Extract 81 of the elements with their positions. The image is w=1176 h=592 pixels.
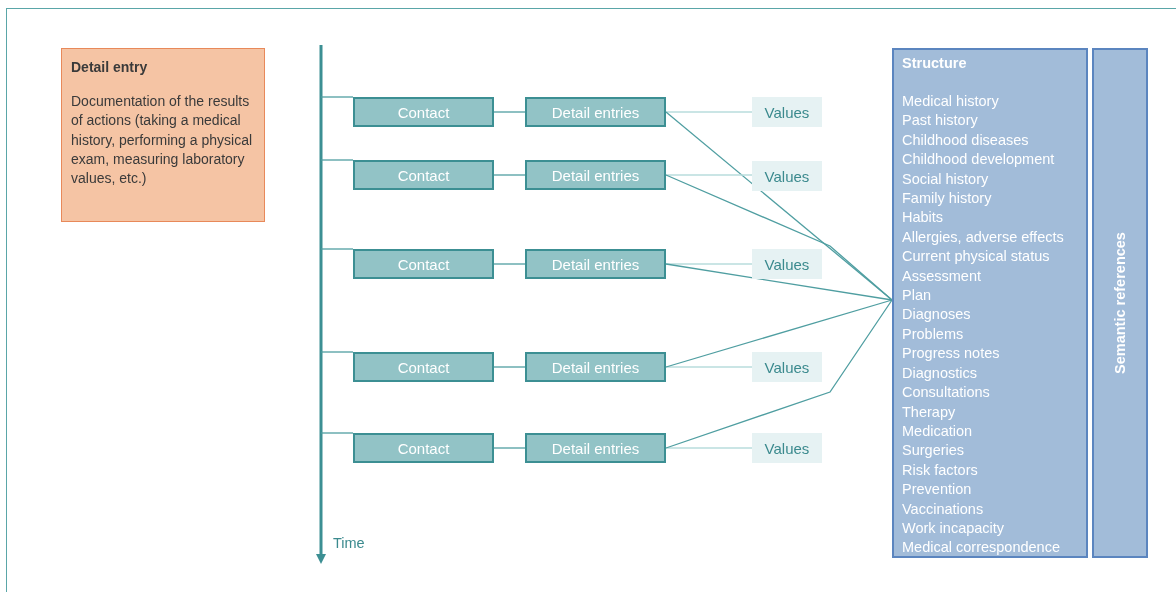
list-item: Plan [902,286,933,306]
connector-line [493,263,526,265]
list-item: Family history [902,189,993,209]
list-item: Surgeries [902,441,966,461]
connector-line [665,174,893,301]
values-box [752,161,822,191]
list-item: Childhood development [902,150,1056,170]
connector-line [665,111,753,113]
box-label: Detail entries [551,358,640,376]
contact-box [353,97,494,127]
list-item: Diagnoses [902,305,972,325]
values-box [752,352,822,382]
connector-line [665,299,893,368]
list-item: Medication [902,421,974,441]
list-item: Vaccinations [902,499,985,519]
detail-entries-box [525,352,666,382]
note-text: Documentation of the results of actions (taking a medical history, performing a physical exam, measuring laboratory values, etc.) [71,92,254,189]
list-item: Problems [902,324,965,344]
detail-entries-box [525,433,666,463]
values-box [752,97,822,127]
list-item: Social history [902,169,990,189]
contact-box [353,352,494,382]
detail-entries-box [525,249,666,279]
box-label: Contact [397,166,450,184]
connector-line [320,96,354,98]
connector-line [320,159,354,161]
note-heading: Detail entry [71,59,149,75]
connector-line [665,263,753,265]
list-item: Medical correspondence [902,538,1061,558]
panel-heading: Structure [902,54,968,73]
connector-line [493,366,526,368]
contact-box [353,160,494,190]
list-item: Work incapacity [902,518,1006,538]
connector-line [493,447,526,449]
box-label: Detail entries [551,439,640,457]
box-label: Contact [397,103,450,121]
detail-entries-box [525,97,666,127]
list-item: Risk factors [902,460,979,480]
box-label: Values [764,358,810,376]
list-item: Prevention [902,480,973,500]
connector-line [665,299,893,449]
list-item: Past history [902,111,979,131]
list-item: Therapy [902,402,957,422]
connector-line [493,111,526,113]
list-item: Progress notes [902,344,1001,364]
box-label: Contact [397,358,450,376]
list-item: Consultations [902,383,991,403]
connector-line [665,174,753,176]
connector-line [665,366,753,368]
list-item: Assessment [902,266,982,286]
box-label: Contact [397,439,450,457]
structure-panel [892,48,1088,558]
contact-box [353,249,494,279]
box-label: Values [764,439,810,457]
box-label: Values [764,103,810,121]
list-item: Habits [902,208,945,228]
panel-label: Semantic references [1112,232,1128,374]
connector-line [320,351,354,353]
connector-line [320,248,354,250]
list-item: Medical history [902,92,1000,111]
axis-label: Time [333,535,365,551]
values-box [752,249,822,279]
list-item: Allergies, adverse effects [902,227,1065,247]
connector-line [493,174,526,176]
box-label: Detail entries [551,166,640,184]
connector-line [665,447,753,449]
connector-line [665,263,893,301]
detail-entries-box [525,160,666,190]
list-item: Current physical status [902,247,1051,267]
contact-box [353,433,494,463]
box-label: Values [764,167,810,185]
semantic-references-panel [1092,48,1148,558]
box-label: Contact [397,255,450,273]
box-label: Detail entries [551,255,640,273]
box-label: Detail entries [551,103,640,121]
note-box [61,48,265,222]
list-item: Childhood diseases [902,130,1030,150]
list-item: Diagnostics [902,363,978,383]
connector-line [320,432,354,434]
values-box [752,433,822,463]
box-label: Values [764,255,810,273]
